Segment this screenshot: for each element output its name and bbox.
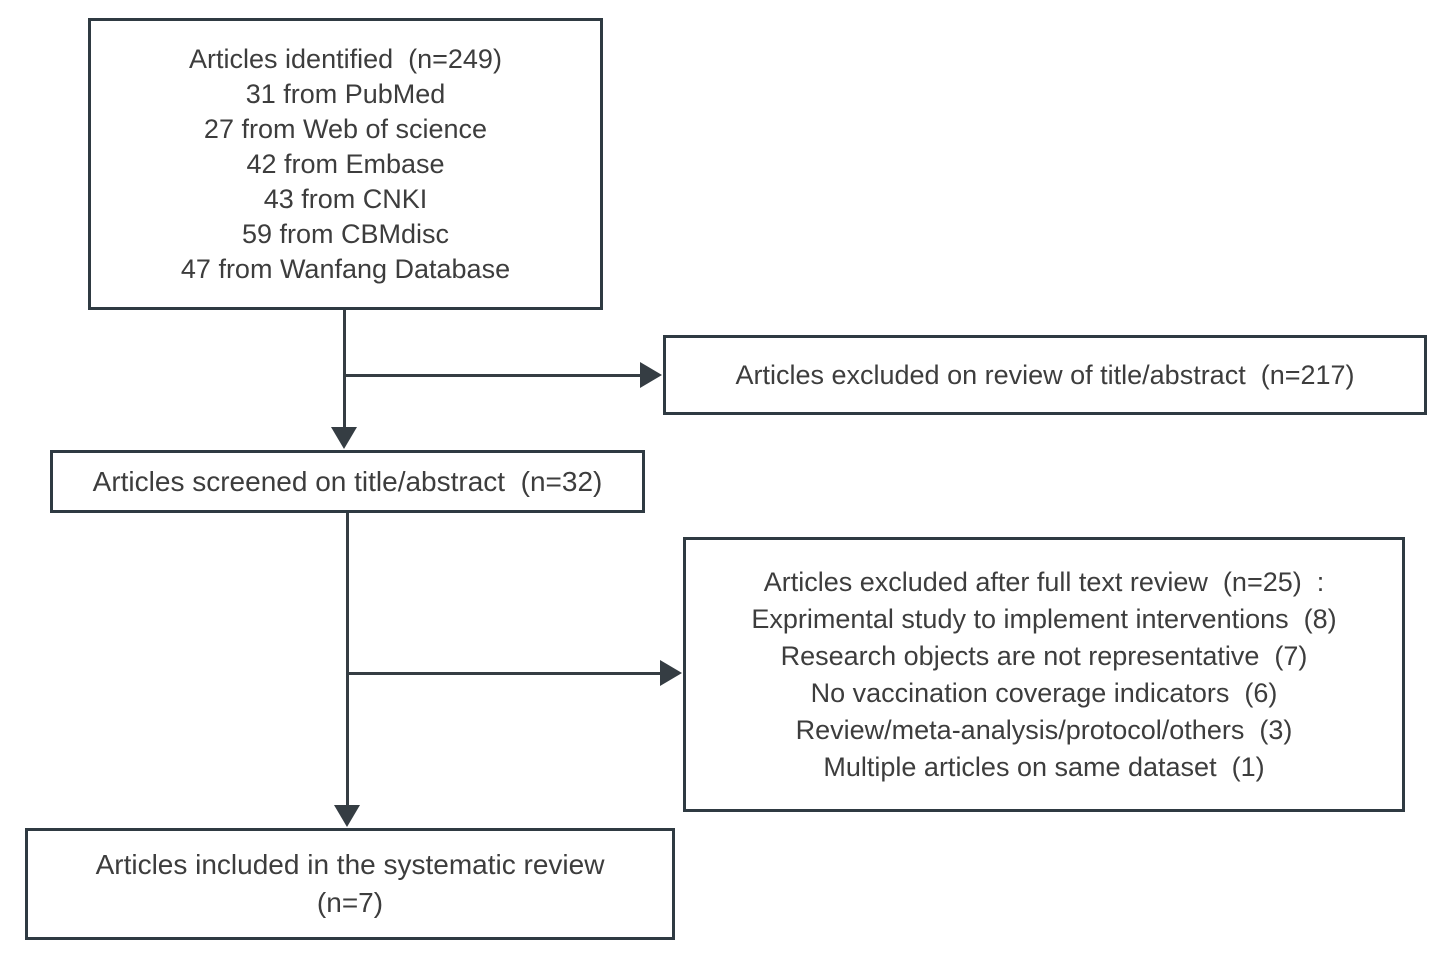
arrowhead-down-to-included-icon — [334, 805, 360, 827]
excluded-reason-not-representative: Research objects are not representative … — [780, 640, 1308, 671]
included-label-line1: Articles included in the systematic revi… — [95, 849, 605, 880]
connector-screened-to-included — [346, 513, 349, 807]
identified-source-wanfang: 47 from Wanfang Database — [180, 253, 511, 284]
identified-source-embase: 42 from Embase — [246, 148, 445, 179]
identified-source-cnki: 43 from CNKI — [263, 183, 428, 214]
excluded-title-abstract-label: Articles excluded on review of title/abs… — [735, 359, 1355, 390]
identified-source-cbmdisc: 59 from CBMdisc — [241, 218, 450, 249]
connector-identified-to-screened — [343, 310, 346, 430]
box-articles-identified: Articles identified (n=249) 31 from PubM… — [88, 18, 603, 310]
arrowhead-down-to-screened-icon — [331, 427, 357, 449]
box-excluded-full-text: Articles excluded after full text review… — [683, 537, 1405, 812]
connector-branch-to-excluded-fulltext — [347, 672, 662, 675]
box-articles-included: Articles included in the systematic revi… — [25, 828, 675, 940]
included-label-line2: (n=7) — [316, 887, 384, 918]
box-articles-screened: Articles screened on title/abstract (n=3… — [50, 450, 645, 513]
arrowhead-right-to-excluded-title-icon — [640, 362, 662, 388]
excluded-reason-review-meta: Review/meta-analysis/protocol/others (3) — [795, 714, 1293, 745]
box-excluded-title-abstract: Articles excluded on review of title/abs… — [663, 335, 1427, 415]
excluded-full-text-title: Articles excluded after full text review… — [763, 566, 1325, 597]
excluded-reason-no-coverage-indicators: No vaccination coverage indicators (6) — [810, 677, 1278, 708]
identified-title: Articles identified (n=249) — [189, 43, 502, 74]
excluded-reason-same-dataset: Multiple articles on same dataset (1) — [823, 751, 1265, 782]
arrowhead-right-to-excluded-fulltext-icon — [660, 660, 682, 686]
connector-branch-to-excluded-title — [344, 374, 642, 377]
identified-source-pubmed: 31 from PubMed — [245, 78, 446, 109]
screened-label: Articles screened on title/abstract (n=3… — [92, 465, 603, 497]
identified-source-web-of-science: 27 from Web of science — [203, 113, 488, 144]
excluded-reason-experimental: Exprimental study to implement intervent… — [751, 603, 1337, 634]
